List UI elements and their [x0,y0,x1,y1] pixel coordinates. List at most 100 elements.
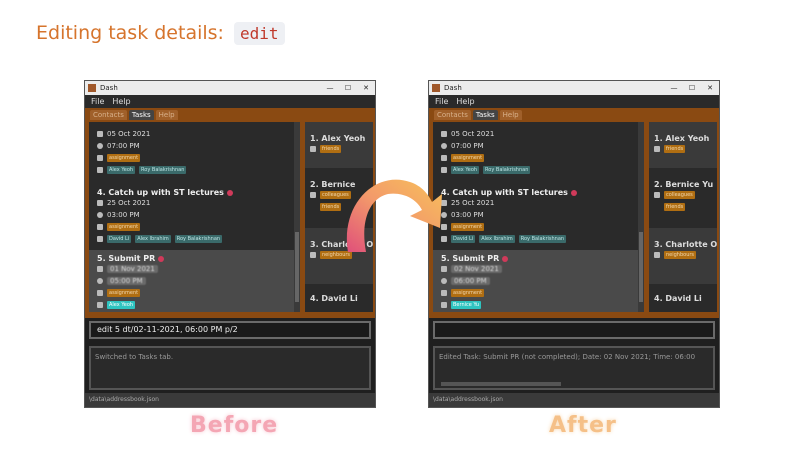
contact-card-4[interactable]: 4. David Li [649,284,717,312]
menu-help[interactable]: Help [456,97,475,106]
status-dot-icon [570,189,577,196]
contact-card-3[interactable]: 3. Charlotte O neighbours [649,228,717,284]
tag-icon [310,146,316,152]
tag-icon [441,290,447,296]
tab-tasks[interactable]: Tasks [472,110,498,120]
task-list-scrollbar[interactable] [638,122,644,312]
task-date: 02 Nov 2021 [451,265,502,273]
app-icon [88,84,96,92]
window-title: Dash [444,84,462,92]
command-input[interactable] [433,321,715,339]
task-card-partial[interactable]: 05 Oct 2021 07:00 PM assignment Alex Yeo… [433,122,638,182]
main-panel: 05 Oct 2021 07:00 PM assignment Alex Yeo… [85,120,375,318]
menu-help[interactable]: Help [112,97,131,106]
tag-icon [654,192,660,198]
task-title: 5. Submit PR [97,254,156,263]
tag-icon [654,146,660,152]
page-heading: Editing task details: edit [36,22,285,45]
calendar-icon [441,266,447,272]
contact-name: 4. David Li [654,294,702,303]
contact-name: 1. Alex Yeoh [310,134,366,143]
assignee-tag: Bernice Yu [451,301,482,309]
person-icon [97,167,103,173]
calendar-icon [97,266,103,272]
contact-list[interactable]: 1. Alex Yeoh friends 2. Bernice Yu colleag… [649,122,717,312]
task-list[interactable]: 05 Oct 2021 07:00 PM assignment Alex Yeo… [89,122,294,312]
result-display: Switched to Tasks tab. [89,346,371,390]
task-time: 07:00 PM [107,142,140,150]
task-tag: assignment [451,223,485,231]
contact-card-1[interactable]: 1. Alex Yeoh friends [649,122,717,168]
assignee-tag: Roy Balakrishnan [174,235,223,243]
person-icon [441,167,447,173]
task-card-partial[interactable]: 05 Oct 2021 07:00 PM assignment Alex Yeo… [89,122,294,182]
tab-contacts[interactable]: Contacts [434,110,471,120]
scrollbar-thumb[interactable] [639,232,643,302]
assignee-tag: Alex Yeoh [107,166,136,174]
menu-file[interactable]: File [435,97,449,106]
task-time: 05:00 PM [107,277,146,285]
task-time: 03:00 PM [451,211,484,219]
contact-card-4[interactable]: 4. David Li [305,284,373,312]
contact-tag: friends [664,145,686,153]
scrollbar-thumb[interactable] [295,232,299,302]
assignee-tag: David Li [107,235,132,243]
contact-tag: friends [320,145,342,153]
person-icon [441,302,447,308]
before-caption: Before [190,413,279,438]
assignee-tag: Alex Ibrahim [479,235,515,243]
tag-icon [654,252,660,258]
maximize-icon[interactable]: ☐ [344,84,352,92]
menu-bar: File Help [429,95,719,108]
task-time: 06:00 PM [451,277,490,285]
task-list-scrollbar[interactable] [294,122,300,312]
contact-name: 4. David Li [310,294,358,303]
status-dot-icon [502,255,509,262]
task-card-5[interactable]: 5. Submit PR 02 Nov 2021 06:00 PM assign… [433,250,638,312]
close-icon[interactable]: ✕ [707,84,713,92]
task-date: 01 Nov 2021 [107,265,158,273]
calendar-icon [97,200,103,206]
after-caption: After [549,413,617,438]
tag-icon [441,155,447,161]
task-card-4[interactable]: 4. Catch up with ST lectures 25 Oct 2021… [89,184,294,248]
maximize-icon[interactable]: ☐ [688,84,696,92]
task-list[interactable]: 05 Oct 2021 07:00 PM assignment Alex Yeo… [433,122,638,312]
tab-tasks[interactable]: Tasks [128,110,154,120]
minimize-icon[interactable]: — [326,84,334,92]
tab-help[interactable]: Help [499,110,522,120]
close-icon[interactable]: ✕ [363,84,369,92]
contact-tag: friends [320,203,342,211]
tab-help[interactable]: Help [155,110,178,120]
tab-bar: Contacts Tasks Help [85,108,375,120]
contact-tag: neighbours [320,251,353,259]
contact-name: 2. Bernice Yu [654,180,714,189]
contact-tag: colleagues [664,191,695,199]
contact-name: 2. Bernice [310,180,356,189]
task-date: 05 Oct 2021 [451,130,495,138]
task-card-5[interactable]: 5. Submit PR 01 Nov 2021 05:00 PM assign… [89,250,294,312]
contact-tag: neighbours [664,251,697,259]
clock-icon [97,278,103,284]
after-window: Dash — ☐ ✕ File Help Contacts Tasks Help… [428,80,720,408]
heading-text: Editing task details: [36,22,224,44]
menu-file[interactable]: File [91,97,105,106]
task-date: 25 Oct 2021 [107,199,151,207]
minimize-icon[interactable]: — [670,84,678,92]
command-input[interactable]: edit 5 dt/02-11-2021, 06:00 PM p/2 [89,321,371,339]
tab-contacts[interactable]: Contacts [90,110,127,120]
contact-card-1[interactable]: 1. Alex Yeoh friends [305,122,373,168]
clock-icon [441,143,447,149]
result-scrollbar[interactable] [441,382,561,386]
main-panel: 05 Oct 2021 07:00 PM assignment Alex Yeo… [429,120,719,318]
contact-name: 1. Alex Yeoh [654,134,710,143]
status-dot-icon [158,255,165,262]
contact-name: 3. Charlotte O [654,240,717,249]
task-card-4[interactable]: 4. Catch up with ST lectures 25 Oct 2021… [433,184,638,248]
task-tag: assignment [451,289,485,297]
task-tag: assignment [451,154,485,162]
